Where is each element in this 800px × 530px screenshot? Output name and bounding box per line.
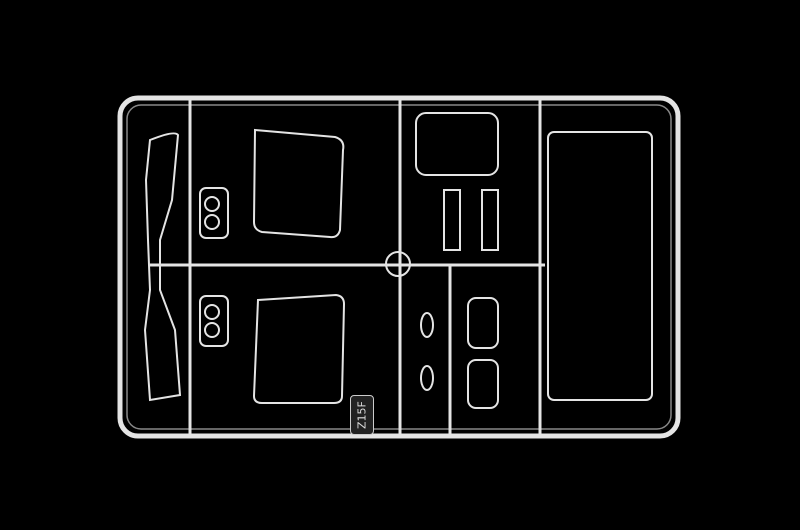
curved-trim-part xyxy=(143,132,182,402)
sprue-code-tag: Z15F xyxy=(350,395,374,435)
windshield-part xyxy=(252,128,346,404)
sprue-frame xyxy=(117,95,681,439)
light-lens-parts xyxy=(199,187,499,409)
side-window-part xyxy=(415,112,653,401)
